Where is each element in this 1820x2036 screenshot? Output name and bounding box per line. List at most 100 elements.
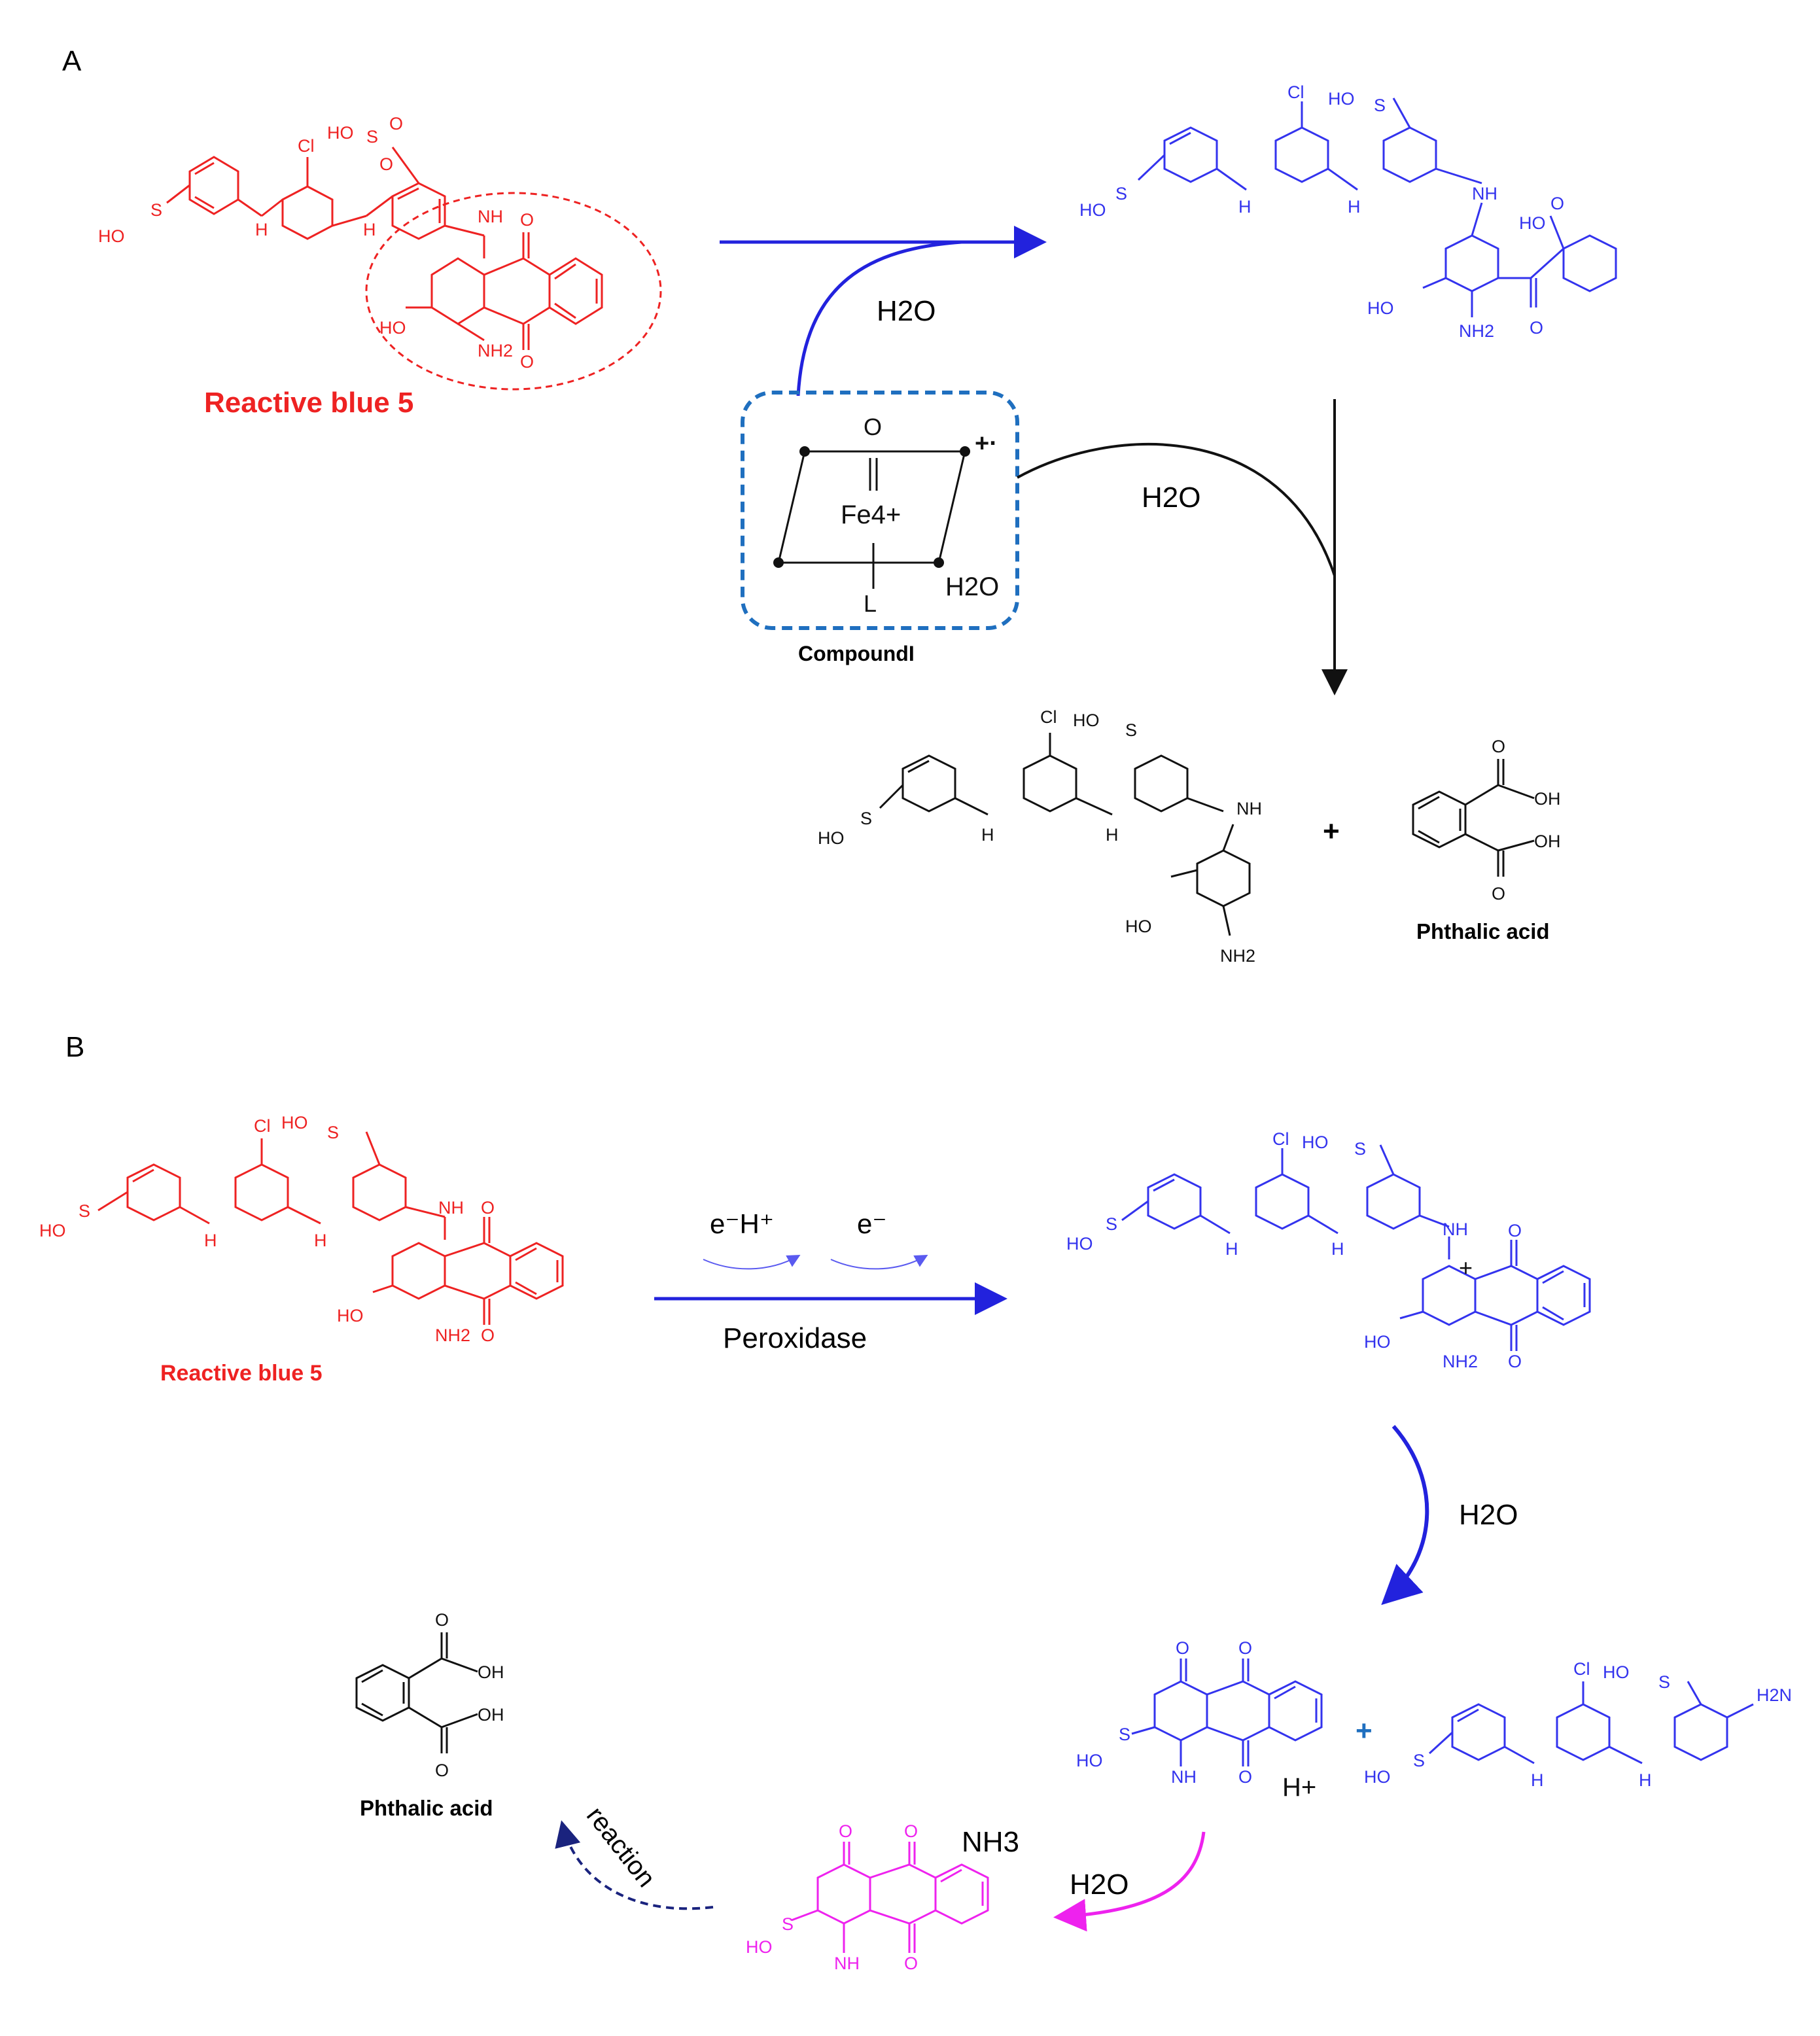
arrow-b-magenta bbox=[1053, 1831, 1206, 1932]
svg-text:S: S bbox=[1354, 1139, 1366, 1159]
svg-text:+·: +· bbox=[975, 430, 998, 457]
svg-text:H: H bbox=[363, 220, 376, 239]
svg-text:OH: OH bbox=[1534, 789, 1561, 809]
electron-label: e⁻ bbox=[857, 1208, 887, 1239]
svg-text:NH: NH bbox=[1443, 1220, 1468, 1239]
svg-text:HO: HO bbox=[1302, 1132, 1329, 1152]
svg-text:HO: HO bbox=[281, 1113, 308, 1132]
atoms-phthalic-b: O OH OH O bbox=[435, 1610, 504, 1780]
svg-text:HO: HO bbox=[379, 318, 406, 338]
panel-b-label: B bbox=[65, 1031, 84, 1063]
svg-text:O: O bbox=[1508, 1221, 1522, 1240]
svg-text:L: L bbox=[864, 590, 877, 617]
svg-text:NH2: NH2 bbox=[1443, 1352, 1478, 1371]
svg-text:HO: HO bbox=[1603, 1662, 1630, 1682]
atoms-imine-blue: O O NH O HO S bbox=[1076, 1638, 1252, 1787]
svg-text:HO: HO bbox=[327, 123, 354, 143]
svg-text:O: O bbox=[435, 1610, 449, 1630]
molecule-cation-blue bbox=[1121, 1144, 1591, 1351]
svg-text:O: O bbox=[1508, 1352, 1522, 1371]
svg-text:NH: NH bbox=[1472, 184, 1497, 203]
svg-text:HO: HO bbox=[1364, 1767, 1391, 1787]
svg-text:O: O bbox=[1238, 1767, 1252, 1787]
svg-text:O: O bbox=[481, 1198, 495, 1218]
plus-a: + bbox=[1323, 815, 1340, 847]
arrow-b-reaction bbox=[555, 1820, 714, 1910]
svg-text:S: S bbox=[1119, 1725, 1130, 1744]
svg-text:HO: HO bbox=[1066, 1234, 1093, 1254]
phthalic-b-name: Phthalic acid bbox=[360, 1796, 493, 1820]
phthalic-a-name: Phthalic acid bbox=[1416, 919, 1550, 943]
svg-text:S: S bbox=[1658, 1672, 1670, 1692]
svg-text:NH: NH bbox=[438, 1198, 464, 1218]
svg-text:O: O bbox=[1492, 884, 1505, 904]
svg-text:O: O bbox=[481, 1325, 495, 1345]
h-plus-label: H+ bbox=[1282, 1773, 1316, 1802]
water-b1: H2O bbox=[1459, 1499, 1518, 1531]
atoms-product-a-blue: Cl HO S H H NH HO O O NH2 HO S HO bbox=[1079, 82, 1564, 341]
svg-text:S: S bbox=[860, 809, 872, 828]
svg-text:O: O bbox=[389, 114, 403, 133]
svg-text:H: H bbox=[1106, 825, 1119, 845]
svg-text:H2O: H2O bbox=[945, 572, 999, 601]
svg-text:HO: HO bbox=[1519, 213, 1546, 233]
arrow-a-curve-up bbox=[796, 240, 962, 396]
svg-text:Cl: Cl bbox=[1272, 1129, 1289, 1149]
svg-text:NH2: NH2 bbox=[435, 1325, 470, 1345]
svg-text:HO: HO bbox=[1364, 1332, 1391, 1352]
atoms-cation-blue: Cl HO S H H NH O O NH2 HO S HO bbox=[1066, 1129, 1522, 1371]
svg-text:S: S bbox=[79, 1201, 90, 1221]
svg-text:H: H bbox=[314, 1231, 327, 1250]
svg-text:HO: HO bbox=[818, 828, 845, 848]
svg-text:HO: HO bbox=[1328, 89, 1355, 109]
small-arrow-2 bbox=[830, 1255, 928, 1270]
svg-text:O: O bbox=[520, 210, 534, 230]
compound-i-atoms: O Fe4+ L +· H2O bbox=[841, 413, 999, 617]
svg-text:O: O bbox=[1238, 1638, 1252, 1658]
svg-text:S: S bbox=[1413, 1751, 1425, 1770]
molecule-phthalic-a bbox=[1412, 759, 1535, 877]
svg-text:H: H bbox=[1348, 197, 1361, 217]
svg-text:O: O bbox=[1176, 1638, 1189, 1658]
nh3-label: NH3 bbox=[962, 1826, 1019, 1858]
molecule-rb5-a bbox=[166, 147, 603, 350]
svg-text:Cl: Cl bbox=[1287, 82, 1304, 102]
water-b2: H2O bbox=[1070, 1869, 1129, 1901]
svg-text:S: S bbox=[1115, 184, 1127, 203]
atoms-rb5-b: Cl HO S H H NH O O NH2 HO S HO bbox=[39, 1113, 495, 1345]
svg-text:Cl: Cl bbox=[254, 1116, 271, 1136]
svg-text:S: S bbox=[150, 200, 162, 220]
svg-text:O: O bbox=[520, 352, 534, 372]
svg-text:S: S bbox=[782, 1914, 794, 1934]
reaction-label: reaction bbox=[581, 1801, 661, 1892]
small-arrow-1 bbox=[703, 1255, 801, 1270]
svg-text:NH2: NH2 bbox=[478, 341, 513, 360]
svg-text:HO: HO bbox=[1073, 711, 1100, 730]
svg-text:H: H bbox=[1225, 1239, 1238, 1259]
plus-b: + bbox=[1356, 1715, 1373, 1747]
svg-text:H2N: H2N bbox=[1757, 1685, 1792, 1705]
svg-text:O: O bbox=[435, 1761, 449, 1780]
atoms-phthalic-a: O OH OH O bbox=[1492, 737, 1561, 904]
molecule-amine-blue bbox=[1428, 1681, 1754, 1764]
svg-text:NH: NH bbox=[1236, 799, 1262, 818]
svg-text:OH: OH bbox=[478, 1705, 504, 1725]
svg-text:H: H bbox=[1238, 197, 1251, 217]
svg-text:Fe4+: Fe4+ bbox=[841, 500, 901, 529]
compound-i-dots bbox=[773, 446, 970, 568]
svg-text:NH: NH bbox=[834, 1954, 860, 1973]
molecule-magenta bbox=[791, 1842, 989, 1953]
svg-text:O: O bbox=[839, 1821, 852, 1841]
compound-i-frame bbox=[741, 391, 1019, 630]
svg-text:H: H bbox=[981, 825, 994, 845]
peroxidase-label: Peroxidase bbox=[723, 1322, 867, 1354]
molecule-product-a-black bbox=[879, 733, 1251, 936]
rb5-a-name: Reactive blue 5 bbox=[204, 387, 413, 419]
svg-text:S: S bbox=[1374, 96, 1386, 115]
svg-text:O: O bbox=[1530, 318, 1543, 338]
svg-text:S: S bbox=[366, 127, 378, 147]
atoms-product-a-black: Cl HO S H H NH NH2 HO S HO bbox=[818, 707, 1262, 966]
svg-text:H: H bbox=[1531, 1770, 1544, 1790]
svg-text:Cl: Cl bbox=[298, 136, 315, 156]
